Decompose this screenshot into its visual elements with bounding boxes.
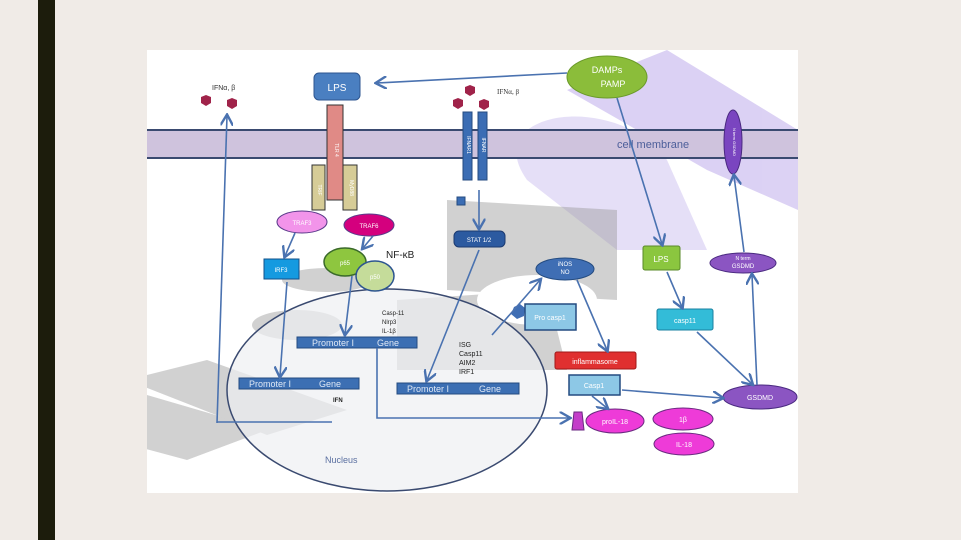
il1b-label: 1β — [679, 417, 687, 424]
no-label: NO — [561, 270, 570, 276]
procasp1-label: Pro casp1 — [534, 315, 566, 322]
ifnar2-label: IFNAR — [480, 138, 486, 153]
ifnar2-receptor — [477, 111, 488, 181]
ifn-hexagon-icon — [465, 85, 475, 96]
il18-node — [653, 432, 715, 456]
inos-node — [535, 257, 595, 281]
gene-il1b: IL-1β — [382, 329, 396, 335]
pathway-arrows — [216, 72, 757, 423]
gsdmd-label: GSDMD — [747, 395, 773, 402]
diagram-canvas: cell membrane Nucleus IFNα, β IFNα, β LP… — [147, 50, 798, 493]
membrane-label: cell membrane — [617, 139, 689, 151]
ifn-hexagon-icon — [479, 99, 489, 110]
traf6-label: TRAF6 — [359, 224, 379, 230]
p65-label: p65 — [340, 261, 351, 267]
tlr4-label: TLR 4 — [333, 143, 339, 157]
trif-adapter — [311, 164, 326, 211]
proil18-label: proIL-18 — [602, 419, 628, 426]
svg-text:Gene: Gene — [479, 384, 501, 394]
nfkb-label: NF-κB — [386, 250, 415, 261]
svg-text:Gene: Gene — [319, 379, 341, 389]
n-term-gsdmd-label: GSDMD — [732, 264, 755, 270]
ifn-hexagon-icon — [453, 98, 463, 109]
irf3-label: IRF3 — [274, 268, 288, 274]
inflammasome-box — [554, 351, 637, 370]
damps-label: DAMPs — [592, 65, 623, 75]
lps-cytosolic-label: LPS — [653, 255, 668, 264]
gene-casp11: Casp-11 — [382, 311, 405, 317]
gene-isg: ISG — [459, 342, 471, 349]
procasp1-receptor-icon — [511, 304, 525, 319]
pathway-diagram: cell membrane Nucleus IFNα, β IFNα, β LP… — [147, 50, 798, 492]
svg-text:Gene: Gene — [377, 338, 399, 348]
slide-accent-bar — [38, 0, 55, 540]
promoter-top: Promoter I Gene — [296, 336, 418, 349]
procasp1-box — [524, 303, 577, 331]
inflammasome-label: inflammasome — [572, 359, 618, 366]
inos-label: iNOS — [558, 262, 572, 268]
casp1-box — [568, 374, 621, 396]
svg-text:Promoter I: Promoter I — [249, 379, 291, 389]
p50-node — [355, 260, 395, 292]
pore-icon — [571, 411, 585, 431]
tlr4-receptor — [326, 104, 344, 201]
promoter-right: Promoter I Gene — [396, 382, 520, 395]
n-term-gsdmd-node — [709, 252, 777, 274]
ifnar1-label: IFNAR1 — [465, 136, 471, 154]
ifn-label-left: IFNα, β — [212, 85, 235, 92]
gene-casp11-isg: Casp11 — [459, 351, 483, 358]
lps-box — [313, 72, 361, 101]
stat-label: STAT 1/2 — [467, 238, 492, 244]
il18-label: IL-18 — [676, 442, 692, 449]
irf3-box — [263, 258, 300, 280]
svg-text:Promoter I: Promoter I — [407, 384, 449, 394]
damps-pamp-node — [566, 55, 648, 99]
ifn-label-right: IFNα, β — [497, 88, 519, 96]
trif-label: TRIF — [316, 184, 322, 195]
traf3-label: TRAF3 — [292, 221, 312, 227]
myd88-label: MyD88 — [348, 180, 354, 196]
traf3-node — [276, 210, 328, 234]
traf6-node — [343, 213, 395, 237]
n-term-label: N term — [736, 256, 751, 262]
promoter-left: Promoter I Gene — [238, 377, 360, 390]
ifnar1-receptor — [462, 111, 473, 181]
gene-aim2: AIM2 — [459, 360, 475, 367]
il1b-node — [652, 407, 714, 431]
jak-kinase — [456, 196, 466, 206]
pamp-label: PAMP — [601, 79, 626, 89]
ifn-hexagon-icon — [227, 98, 237, 109]
proil18-node — [585, 408, 645, 434]
svg-text:Promoter I: Promoter I — [312, 338, 354, 348]
casp11-label: casp11 — [674, 318, 696, 325]
gene-ifn: IFN — [333, 398, 343, 404]
ifn-hexagon-icon — [201, 95, 211, 106]
gene-nlrp3: Nlrp3 — [382, 320, 397, 326]
gsdmd-pore-label: N term GSDMD — [732, 128, 737, 156]
casp1-label: Casp1 — [584, 383, 604, 390]
p50-label: p50 — [370, 275, 381, 281]
gene-irf1: IRF1 — [459, 369, 474, 376]
nucleus-label: Nucleus — [325, 455, 358, 465]
lps-label: LPS — [328, 83, 347, 94]
